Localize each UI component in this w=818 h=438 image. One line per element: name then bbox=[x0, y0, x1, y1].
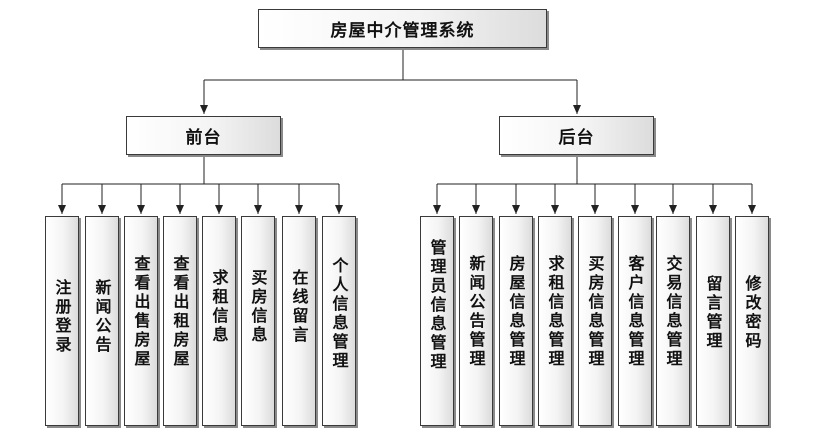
leaf-backend-4: 求租信息管理 bbox=[538, 216, 572, 426]
root-node-label: 房屋中介管理系统 bbox=[330, 21, 475, 41]
leaf-backend-1: 管理员信息管理 bbox=[420, 216, 454, 426]
leaf-backend-3: 房屋信息管理 bbox=[499, 216, 533, 426]
leaf-backend-2: 新闻公告管理 bbox=[459, 216, 493, 426]
leaf-backend-7: 交易信息管理 bbox=[656, 216, 690, 426]
frontend-node: 前台 bbox=[126, 116, 281, 155]
backend-node-label: 后台 bbox=[558, 128, 595, 148]
leaf-frontend-3: 查看出售房屋 bbox=[124, 216, 158, 426]
leaf-backend-9: 修改密码 bbox=[735, 216, 769, 426]
backend-node: 后台 bbox=[499, 116, 654, 155]
leaf-frontend-7: 在线留言 bbox=[282, 216, 316, 426]
root-node: 房屋中介管理系统 bbox=[258, 9, 547, 48]
leaf-backend-6: 客户信息管理 bbox=[618, 216, 652, 426]
leaf-backend-5: 买房信息管理 bbox=[578, 216, 612, 426]
leaf-frontend-1: 注册登录 bbox=[45, 216, 79, 426]
leaf-frontend-5: 求租信息 bbox=[202, 216, 236, 426]
frontend-node-label: 前台 bbox=[185, 128, 222, 148]
leaf-frontend-8: 个人信息管理 bbox=[322, 216, 356, 426]
leaf-frontend-2: 新闻公告 bbox=[85, 216, 119, 426]
leaf-frontend-4: 查看出租房屋 bbox=[163, 216, 197, 426]
leaf-backend-8: 留言管理 bbox=[696, 216, 730, 426]
leaf-frontend-6: 买房信息 bbox=[241, 216, 275, 426]
